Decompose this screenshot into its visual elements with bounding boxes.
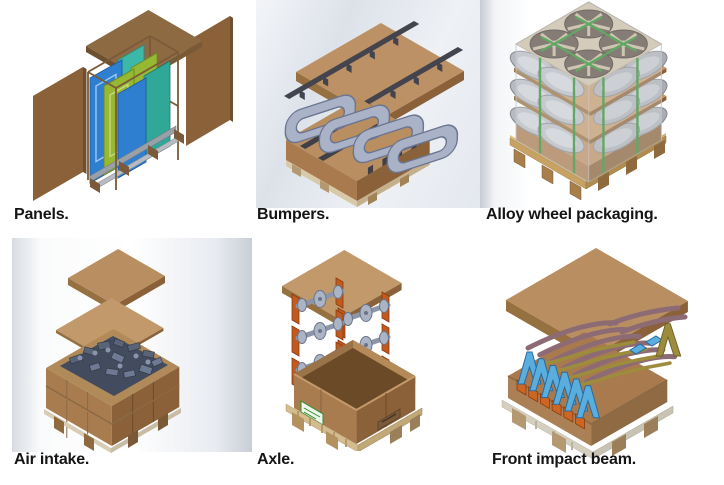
axle-caption: Axle. <box>257 451 295 468</box>
transparent-film-cover <box>515 1 662 183</box>
beam-parts <box>516 305 688 430</box>
wooden-pallet <box>501 399 674 460</box>
front-impact-beam-caption: Front impact beam. <box>492 451 636 468</box>
side-panel-left <box>33 67 87 201</box>
wooden-pallet <box>285 403 423 451</box>
axle-packaging-illustration <box>282 250 423 451</box>
alloy-wheel-packaging-illustration <box>509 1 668 201</box>
air-intake-packaging-illustration <box>44 249 181 453</box>
panels-packaging-illustration <box>33 10 233 201</box>
open-box <box>293 340 416 444</box>
stacked-panels <box>89 44 171 184</box>
front-impact-beam-packaging-illustration <box>501 248 688 460</box>
base-feet <box>44 408 181 453</box>
air-intake-parts-cluster <box>60 336 168 396</box>
bumpers-packaging-illustration <box>284 21 464 207</box>
alloy-wheel-caption: Alloy wheel packaging. <box>486 206 658 223</box>
wheel-layer-middle <box>509 78 668 126</box>
box-with-parts <box>45 329 180 446</box>
air-intake-caption: Air intake. <box>14 451 90 468</box>
rack-base <box>89 125 184 193</box>
shipping-label-dark <box>377 408 401 431</box>
rack-frame-front <box>87 51 179 190</box>
foam-rail-floating-1 <box>284 21 420 100</box>
green-straps <box>538 57 639 174</box>
panels-caption: Panels. <box>14 206 69 223</box>
bumpers-caption: Bumpers. <box>257 206 330 223</box>
side-panel-right <box>186 16 233 146</box>
